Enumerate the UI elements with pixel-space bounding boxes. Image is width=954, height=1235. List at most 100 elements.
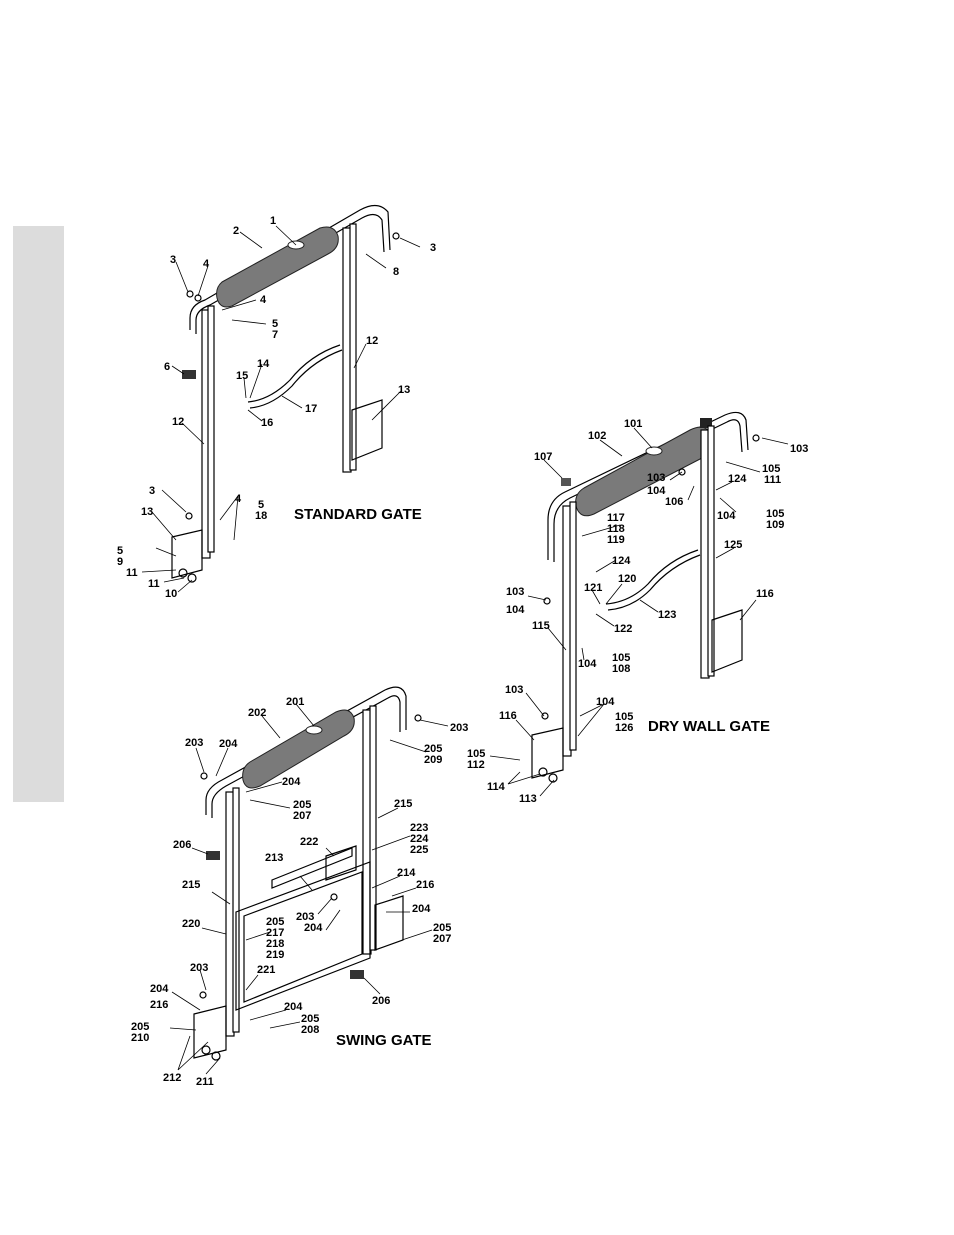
callout-210: 210 (131, 1032, 149, 1044)
standard-nut-3 (186, 290, 194, 298)
callout-12: 12 (366, 335, 378, 347)
callout-203: 203 (450, 722, 468, 734)
callout-4-low: 4 (235, 493, 242, 505)
callout-11: 11 (126, 567, 138, 579)
drywall-cap-107 (561, 478, 571, 486)
callout-123: 123 (658, 609, 676, 621)
callout-3-right: 3 (430, 242, 436, 254)
callout-4b: 4 (260, 294, 267, 306)
swing-panel (235, 861, 371, 1011)
swing-nut-203c (330, 893, 338, 901)
callout-3: 3 (170, 254, 176, 266)
callout-214: 214 (397, 867, 416, 879)
callout-11b: 11 (148, 578, 160, 590)
callout-205c: 205 (433, 922, 451, 934)
callout-8: 8 (393, 266, 399, 278)
swing-nut-203b (200, 772, 208, 780)
callout-211: 211 (196, 1076, 214, 1088)
callout-105b: 105 (766, 508, 784, 520)
callout-205d: 205 (266, 916, 284, 928)
standard-washer-11b (187, 573, 197, 583)
callout-5-low: 5 (258, 499, 264, 511)
swing-panel-inner (243, 871, 363, 1003)
callout-204e: 204 (150, 983, 169, 995)
drywall-washer-114b (548, 773, 558, 783)
standard-gate: 1 2 3 4 4 5 7 6 14 15 12 17 16 12 13 3 8… (117, 204, 436, 600)
callout-126: 126 (615, 722, 633, 734)
swing-panel-top (271, 847, 353, 889)
callout-13-low: 13 (141, 506, 153, 518)
swing-leaders (169, 703, 449, 1075)
callout-103c: 103 (506, 586, 524, 598)
callout-204f: 204 (284, 1001, 303, 1013)
callout-203b: 203 (185, 737, 203, 749)
callout-216b: 216 (150, 999, 168, 1011)
callout-5-left: 5 (117, 545, 123, 557)
callout-105c: 105 (612, 652, 630, 664)
callout-206: 206 (173, 839, 191, 851)
callout-204b: 204 (282, 776, 301, 788)
callout-109: 109 (766, 519, 784, 531)
callout-201: 201 (286, 696, 304, 708)
callout-207: 207 (293, 810, 311, 822)
callout-225: 225 (410, 844, 428, 856)
callout-213: 213 (265, 852, 283, 864)
standard-leaders (141, 225, 421, 593)
callout-106: 106 (665, 496, 683, 508)
callout-219: 219 (266, 949, 284, 961)
callout-107: 107 (534, 451, 552, 463)
drywall-washer-114 (538, 767, 548, 777)
callout-3-low: 3 (149, 485, 155, 497)
callout-122: 122 (614, 623, 632, 635)
standard-nut-3-low (185, 512, 193, 520)
swing-washer-212 (201, 1045, 211, 1055)
callout-16: 16 (261, 417, 273, 429)
callout-117: 117 (607, 512, 625, 524)
callout-205e: 205 (301, 1013, 319, 1025)
callout-215: 215 (394, 798, 412, 810)
callout-121: 121 (584, 582, 602, 594)
callout-116b: 116 (499, 710, 517, 722)
standard-left-bracket (171, 529, 203, 579)
callout-111: 111 (764, 474, 781, 486)
swing-nut-203d (199, 991, 207, 999)
callout-105: 105 (762, 463, 780, 475)
callout-212: 212 (163, 1072, 181, 1084)
drywall-top-rail (547, 411, 749, 560)
standard-foot-6 (182, 370, 196, 379)
drywall-end-cap (700, 418, 712, 428)
callout-202: 202 (248, 707, 266, 719)
standard-washer-11 (178, 568, 188, 578)
callout-104b: 104 (717, 510, 736, 522)
callout-215b: 215 (182, 879, 200, 891)
drywall-leaders (489, 427, 789, 797)
callout-4: 4 (203, 258, 210, 270)
callout-221: 221 (257, 964, 275, 976)
callout-203d: 203 (190, 962, 208, 974)
callout-104: 104 (647, 485, 666, 497)
callout-205: 205 (424, 743, 442, 755)
callout-204d: 204 (412, 903, 431, 915)
title-drywall-gate: DRY WALL GATE (648, 718, 770, 735)
drywall-latch-rod-2 (607, 554, 701, 611)
callout-103d: 103 (505, 684, 523, 696)
callout-203c: 203 (296, 911, 314, 923)
swing-latch-222 (325, 845, 357, 881)
drywall-nut-103b (678, 468, 686, 476)
standard-right-post-inner (349, 223, 357, 471)
drywall-gate: 101 102 107 103 103 104 106 124 105 111 … (467, 411, 808, 805)
drywall-nut-103d (541, 712, 549, 720)
callout-102: 102 (588, 430, 606, 442)
swing-nut-203 (414, 714, 422, 722)
drywall-right-bracket (711, 609, 743, 673)
callout-105d: 105 (615, 711, 633, 723)
swing-left-bracket (193, 1005, 227, 1059)
callout-216: 216 (416, 879, 434, 891)
callout-104d: 104 (578, 658, 597, 670)
title-standard-gate: STANDARD GATE (294, 506, 422, 523)
callout-124: 124 (728, 473, 747, 485)
callout-120: 120 (618, 573, 636, 585)
callout-217: 217 (266, 927, 284, 939)
callout-104e: 104 (596, 696, 615, 708)
callout-113: 113 (519, 793, 537, 805)
